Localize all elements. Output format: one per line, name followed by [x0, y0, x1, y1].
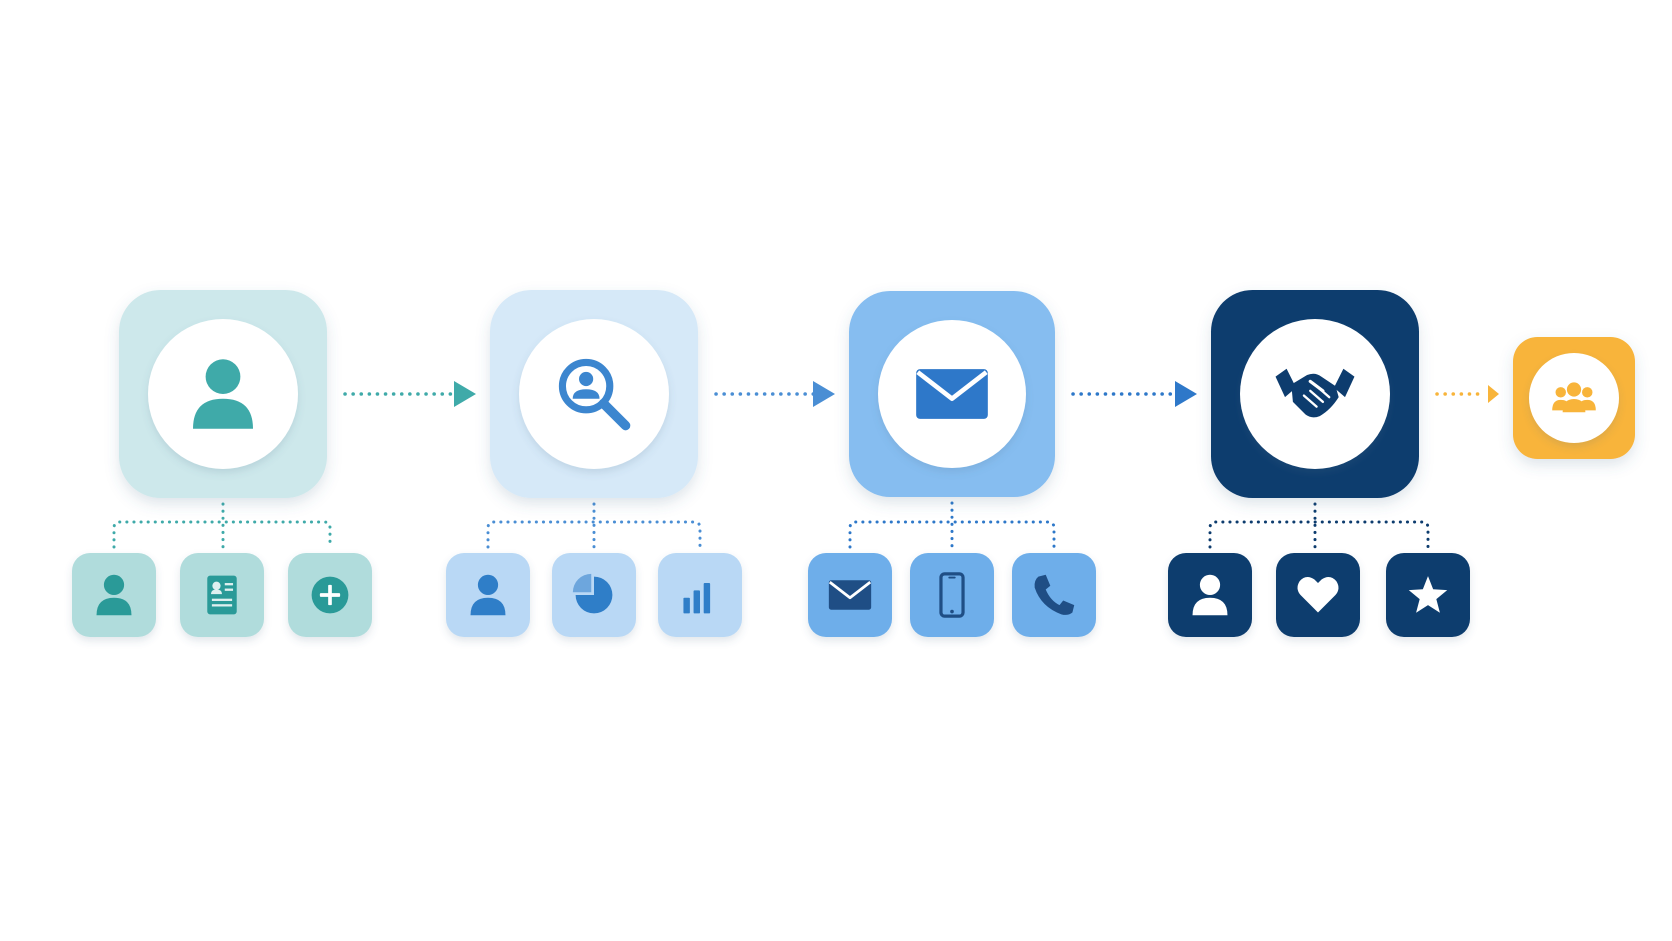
sub-tile	[1168, 553, 1252, 637]
sub-bracket	[112, 502, 332, 549]
sub-tile	[72, 553, 156, 637]
phone-icon	[1034, 574, 1075, 615]
sub-tile	[552, 553, 636, 637]
sub-tile	[288, 553, 372, 637]
sub-tile	[658, 553, 742, 637]
arrow-head-icon	[1488, 385, 1499, 403]
sub-bracket	[486, 502, 702, 549]
stage-icon-circle	[1529, 353, 1619, 443]
flow-arrow	[1435, 385, 1499, 403]
sub-bracket	[1208, 502, 1430, 549]
sub-tile	[446, 553, 530, 637]
contact-card-icon	[207, 575, 237, 615]
stage-2	[446, 290, 742, 637]
arrow-head-icon	[813, 381, 835, 407]
stage-3	[808, 291, 1096, 637]
stage-5	[1513, 337, 1635, 459]
sub-tile	[180, 553, 264, 637]
search-user-icon	[558, 358, 631, 431]
sub-tile	[910, 553, 994, 637]
arrow-head-icon	[454, 381, 476, 407]
heart-icon	[1297, 576, 1339, 613]
sub-tile-bg	[1012, 553, 1096, 637]
stages-layer	[72, 290, 1635, 637]
star-icon	[1408, 576, 1448, 613]
group-icon	[1552, 382, 1596, 413]
arrow-head-icon	[1175, 381, 1197, 407]
smartphone-icon	[939, 572, 965, 618]
sub-tile	[1012, 553, 1096, 637]
pie-chart-icon	[572, 573, 613, 614]
bar-chart-icon	[683, 583, 711, 614]
connectors-layer	[112, 381, 1499, 549]
plus-circle-icon	[311, 576, 349, 614]
sub-bracket	[848, 501, 1056, 549]
stage-icon-circle	[148, 319, 298, 469]
sub-tile	[1386, 553, 1470, 637]
handshake-icon	[1275, 368, 1355, 418]
user-icon	[193, 359, 253, 429]
envelope-icon	[916, 369, 988, 419]
stage-4	[1168, 290, 1470, 637]
flow-arrow	[714, 381, 835, 407]
sub-tile-bg	[910, 553, 994, 637]
stage-1	[72, 290, 372, 637]
user-icon	[96, 574, 132, 616]
flow-arrow	[343, 381, 476, 407]
envelope-icon	[828, 580, 872, 610]
sub-tile	[808, 553, 892, 637]
user-icon	[470, 574, 506, 616]
flow-arrow	[1071, 381, 1197, 407]
user-icon	[1192, 574, 1228, 616]
sub-tile	[1276, 553, 1360, 637]
